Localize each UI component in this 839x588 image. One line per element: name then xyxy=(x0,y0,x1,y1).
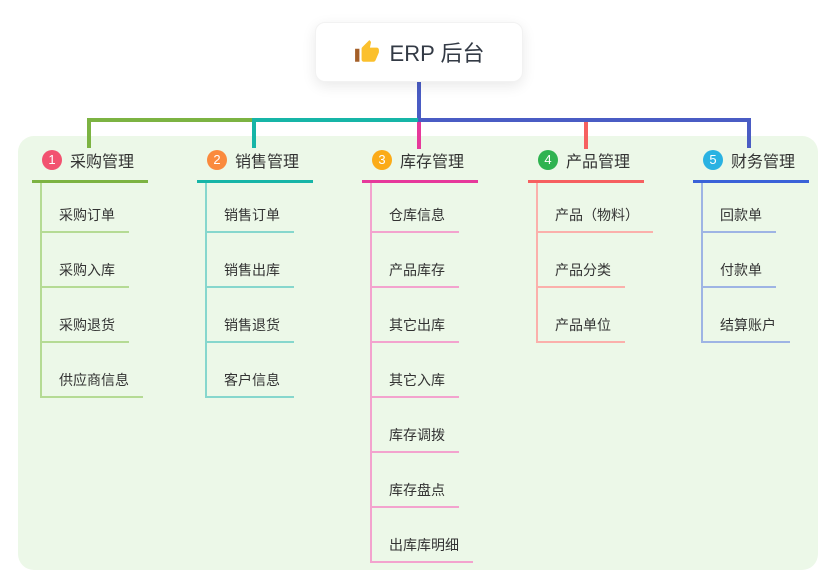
branch-number-badge: 2 xyxy=(207,150,227,170)
branch-children: 销售订单销售出库销售退货客户信息 xyxy=(205,183,294,398)
branch-column-finance: 5 财务管理 回款单付款单结算账户 xyxy=(693,148,810,343)
child-item[interactable]: 客户信息 xyxy=(207,343,294,398)
branch-number-badge: 1 xyxy=(42,150,62,170)
connector-drop-2 xyxy=(252,118,256,148)
branch-header-purchasing[interactable]: 1 采购管理 xyxy=(32,148,149,183)
branch-title: 库存管理 xyxy=(400,154,465,171)
child-item[interactable]: 出库库明细 xyxy=(372,508,473,563)
child-item[interactable]: 结算账户 xyxy=(703,288,790,343)
branch-children: 仓库信息产品库存其它出库其它入库库存调拨库存盘点出库库明细 xyxy=(370,183,473,563)
branch-children: 回款单付款单结算账户 xyxy=(701,183,790,343)
branch-number-badge: 3 xyxy=(372,150,392,170)
connector-drop-3 xyxy=(417,122,421,149)
child-item[interactable]: 回款单 xyxy=(703,183,776,233)
child-item[interactable]: 产品库存 xyxy=(372,233,459,288)
branch-column-purchasing: 1 采购管理 采购订单采购入库采购退货供应商信息 xyxy=(32,148,149,398)
connector-drop-1 xyxy=(87,118,91,148)
branch-header-sales[interactable]: 2 销售管理 xyxy=(197,148,314,183)
branch-column-inventory: 3 库存管理 仓库信息产品库存其它出库其它入库库存调拨库存盘点出库库明细 xyxy=(362,148,479,563)
child-item[interactable]: 仓库信息 xyxy=(372,183,459,233)
connector-root-stem xyxy=(417,82,421,121)
child-item[interactable]: 供应商信息 xyxy=(42,343,143,398)
child-item[interactable]: 销售订单 xyxy=(207,183,294,233)
branch-header-finance[interactable]: 5 财务管理 xyxy=(693,148,810,183)
branch-children: 采购订单采购入库采购退货供应商信息 xyxy=(40,183,143,398)
branch-header-inventory[interactable]: 3 库存管理 xyxy=(362,148,479,183)
child-item[interactable]: 采购退货 xyxy=(42,288,129,343)
child-item[interactable]: 采购入库 xyxy=(42,233,129,288)
branch-number-badge: 5 xyxy=(703,150,723,170)
root-node-erp[interactable]: ERP 后台 xyxy=(315,22,523,82)
branch-number-badge: 4 xyxy=(538,150,558,170)
child-item[interactable]: 产品分类 xyxy=(538,233,625,288)
child-item[interactable]: 库存盘点 xyxy=(372,453,459,508)
child-item[interactable]: 销售出库 xyxy=(207,233,294,288)
connector-drop-4 xyxy=(584,122,588,149)
branch-column-sales: 2 销售管理 销售订单销售出库销售退货客户信息 xyxy=(197,148,314,398)
connector-drop-5 xyxy=(747,118,751,148)
branch-column-product: 4 产品管理 产品（物料）产品分类产品单位 xyxy=(528,148,653,343)
branch-title: 产品管理 xyxy=(566,154,631,171)
connector-seg-blue xyxy=(418,118,751,122)
root-node-label: ERP 后台 xyxy=(389,41,485,66)
thumbs-up-icon xyxy=(354,40,379,62)
branch-children: 产品（物料）产品分类产品单位 xyxy=(536,183,653,343)
branch-title: 销售管理 xyxy=(235,154,300,171)
child-item[interactable]: 销售退货 xyxy=(207,288,294,343)
connector-seg-teal xyxy=(254,118,418,122)
child-item[interactable]: 采购订单 xyxy=(42,183,129,233)
branch-title: 采购管理 xyxy=(70,154,135,171)
child-item[interactable]: 其它入库 xyxy=(372,343,459,398)
child-item[interactable]: 其它出库 xyxy=(372,288,459,343)
child-item[interactable]: 库存调拨 xyxy=(372,398,459,453)
child-item[interactable]: 付款单 xyxy=(703,233,776,288)
child-item[interactable]: 产品单位 xyxy=(538,288,625,343)
connector-seg-green xyxy=(87,118,254,122)
branch-title: 财务管理 xyxy=(731,154,796,171)
branches-background-panel xyxy=(18,136,818,570)
child-item[interactable]: 产品（物料） xyxy=(538,183,653,233)
branch-header-product[interactable]: 4 产品管理 xyxy=(528,148,645,183)
